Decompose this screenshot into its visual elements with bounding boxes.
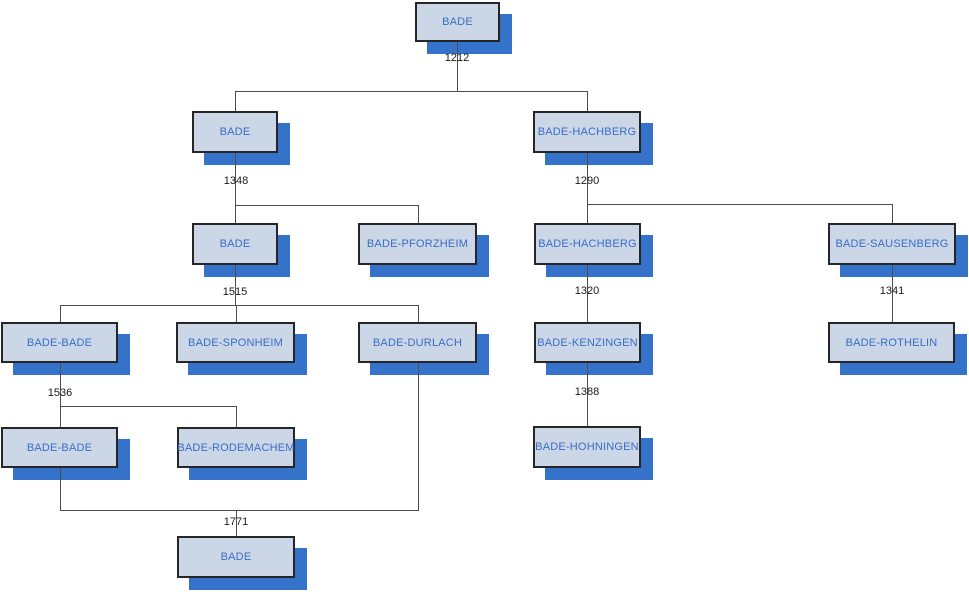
- date-label-1320: 1320: [574, 285, 600, 297]
- connector-line: [236, 406, 237, 427]
- node-bade-hachberg-3[interactable]: BADE-HACHBERG: [534, 223, 641, 265]
- connector-line: [235, 265, 236, 305]
- connector-line: [587, 265, 588, 322]
- node-bade-durlach[interactable]: BADE-DURLACH: [358, 322, 477, 363]
- connector-line: [587, 153, 588, 204]
- node-bade-2[interactable]: BADE: [192, 111, 278, 153]
- date-label-1771: 1771: [223, 516, 249, 528]
- connector-line: [235, 91, 236, 111]
- connector-line: [418, 305, 419, 322]
- node-bade-rothelin[interactable]: BADE-ROTHELIN: [828, 322, 955, 363]
- connector-line: [892, 204, 893, 223]
- connector-line: [60, 305, 61, 322]
- date-label-1290: 1290: [574, 175, 600, 187]
- date-label-1515: 1515: [222, 286, 248, 298]
- connector-line: [892, 265, 893, 322]
- connector-line: [60, 510, 419, 511]
- connector-line: [60, 406, 61, 427]
- node-bade-rodemachem[interactable]: BADE-RODEMACHEM: [177, 427, 295, 468]
- connector-line: [236, 305, 237, 322]
- date-label-1341: 1341: [879, 285, 905, 297]
- node-bade-3[interactable]: BADE: [192, 223, 278, 265]
- date-label-1348: 1348: [223, 175, 249, 187]
- node-bade-bade-4[interactable]: BADE-BADE: [1, 322, 118, 363]
- connector-line: [235, 91, 588, 92]
- connector-line: [235, 205, 236, 223]
- connector-line: [60, 305, 419, 306]
- connector-line: [60, 406, 237, 407]
- date-label-1388: 1388: [574, 386, 600, 398]
- node-bade-hachberg-2[interactable]: BADE-HACHBERG: [533, 111, 641, 153]
- node-bade-sponheim[interactable]: BADE-SPONHEIM: [176, 322, 295, 363]
- connector-line: [418, 205, 419, 223]
- connector-line: [236, 510, 237, 536]
- connector-line: [60, 363, 61, 406]
- date-label-1212: 1212: [444, 52, 470, 64]
- node-bade-hohningen[interactable]: BADE-HOHNINGEN: [533, 426, 641, 468]
- date-label-1536: 1536: [47, 387, 73, 399]
- node-bade-pforzheim[interactable]: BADE-PFORZHEIM: [358, 223, 477, 265]
- connector-line: [587, 363, 588, 426]
- connector-line: [418, 363, 419, 510]
- connector-line: [235, 153, 236, 205]
- node-bade-kenzingen[interactable]: BADE-KENZINGEN: [534, 322, 641, 363]
- node-bade-bade-5[interactable]: BADE-BADE: [1, 427, 118, 468]
- connector-line: [60, 468, 61, 510]
- connector-line: [587, 204, 893, 205]
- connector-line: [587, 204, 588, 223]
- connector-line: [587, 91, 588, 111]
- node-bade-6[interactable]: BADE: [177, 536, 295, 578]
- connector-line: [235, 205, 419, 206]
- node-bade-sausenberg[interactable]: BADE-SAUSENBERG: [828, 223, 956, 265]
- node-bade-root[interactable]: BADE: [415, 2, 500, 42]
- connector-line: [457, 42, 458, 91]
